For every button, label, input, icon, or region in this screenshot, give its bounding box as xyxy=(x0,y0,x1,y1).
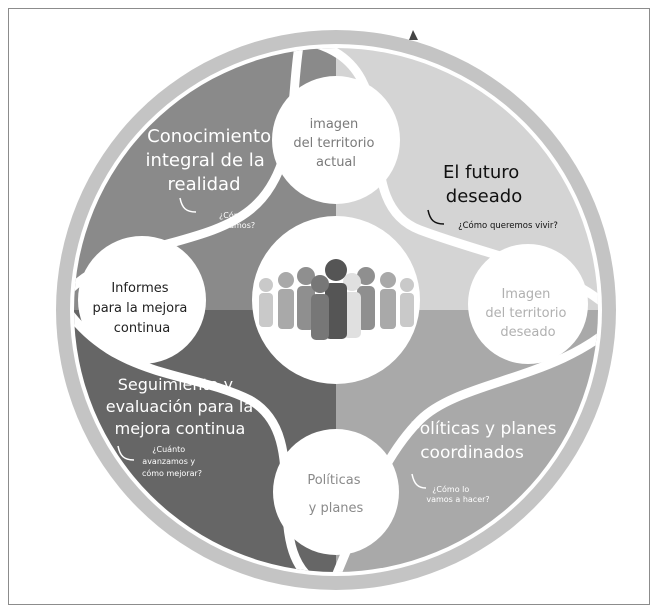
people-group-icon xyxy=(259,259,414,340)
circle-imagen-actual-label: imagen del territorio actual xyxy=(293,117,378,170)
circle-informes xyxy=(78,236,206,364)
futuro-question: ¿Cómo queremos vivir? xyxy=(458,220,558,231)
conocimiento-question: ¿Cómo estamos? xyxy=(217,210,255,230)
circle-politicas-planes-label: Políticas y planes xyxy=(307,473,364,516)
arrow-icon xyxy=(179,197,197,213)
arrow-icon xyxy=(427,209,445,225)
seguimiento-title: Seguimiento y evaluación para la mejora … xyxy=(106,375,259,438)
circle-imagen-deseado xyxy=(468,244,588,364)
politicas-title: Políticas y planes coordinados xyxy=(410,419,562,463)
circle-imagen-actual xyxy=(272,76,400,204)
seguimiento-question: ¿Cuánto avanzamos y cómo mejorar? xyxy=(142,445,202,478)
arrow-icon xyxy=(117,445,135,461)
ring-marker-icon xyxy=(409,30,418,40)
politicas-question: ¿Cómo lo vamos a hacer? xyxy=(426,484,489,504)
futuro-title: El futuro deseado xyxy=(443,162,525,207)
circle-imagen-deseado-label: Imagen del territorio deseado xyxy=(485,287,570,340)
conocimiento-title: Conocimiento integral de la realidad xyxy=(145,126,276,195)
arrow-icon xyxy=(411,473,427,489)
circle-informes-label: Informes para la mejora continua xyxy=(92,281,191,336)
circle-politicas-planes xyxy=(273,429,399,555)
